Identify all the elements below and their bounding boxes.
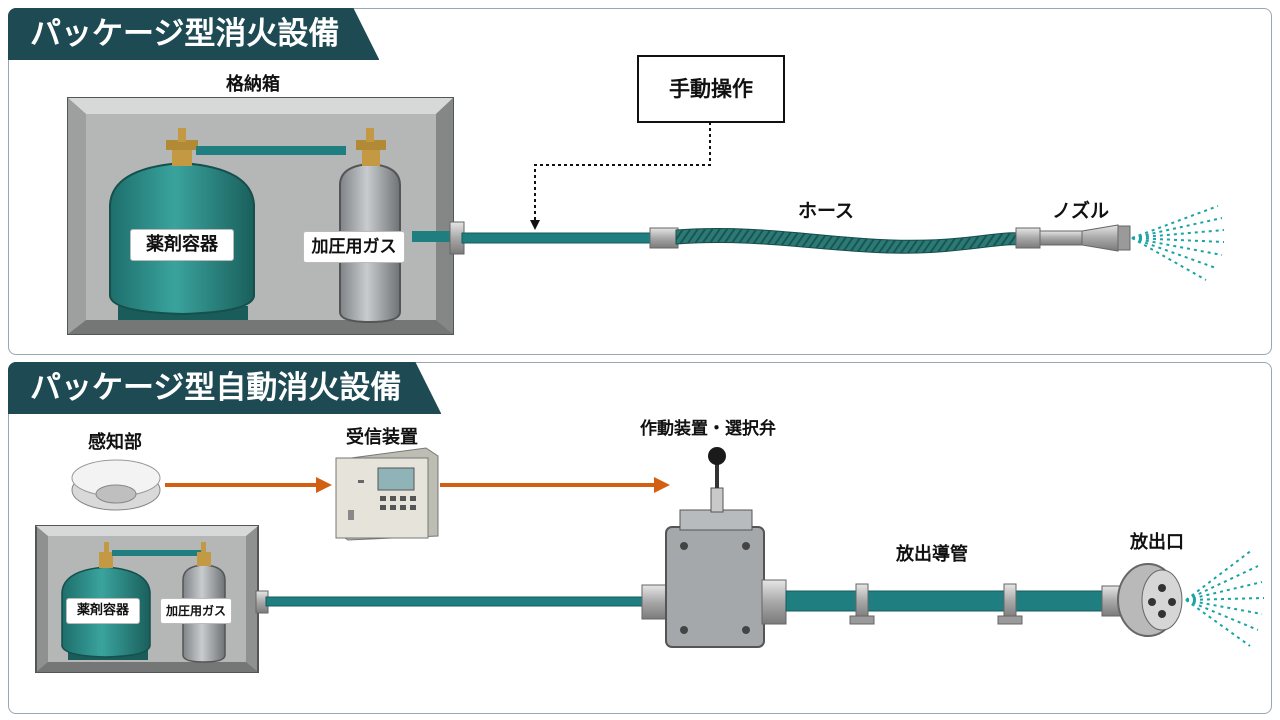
- pressurizing-gas-tag: 加圧用ガス: [303, 231, 405, 263]
- receiver-panel: [335, 447, 439, 541]
- manual-operation-arrow: [534, 122, 711, 222]
- signal-arrowhead-2: [654, 477, 670, 493]
- spray-top: [1131, 205, 1225, 281]
- agent-container-tag-bottom: 薬剤容器: [66, 598, 140, 624]
- discharge-head: [1101, 563, 1183, 637]
- section-title-top: パッケージ型消火設備: [8, 8, 379, 60]
- actuator-valve: [641, 447, 787, 648]
- hose: [675, 227, 1019, 254]
- receiver-label: 受信装置: [346, 427, 418, 448]
- pipe-clamp-2: [997, 583, 1023, 625]
- manual-operation-arrowhead: [530, 220, 540, 230]
- agent-container-tag: 薬剤容器: [130, 229, 234, 261]
- actuator-label: 作動装置・選択弁: [640, 419, 776, 439]
- discharge-outlet-label: 放出口: [1130, 532, 1184, 553]
- discharge-pipe: [785, 590, 1117, 612]
- nozzle-label: ノズル: [1052, 200, 1110, 222]
- hose-coupling-left: [649, 227, 679, 249]
- section-title-bottom: パッケージ型自動消火設備: [8, 362, 441, 414]
- feed-pipe-bottom: [265, 596, 645, 607]
- storage-box-label: 格納箱: [226, 74, 280, 95]
- hose-label: ホース: [798, 200, 855, 222]
- detector: [71, 459, 161, 511]
- spray-bottom: [1185, 549, 1265, 647]
- sensor-label: 感知部: [88, 432, 142, 453]
- pipe-clamp-1: [849, 583, 875, 625]
- hose-coupling-right: [1015, 227, 1041, 249]
- nozzle: [1039, 224, 1131, 252]
- signal-arrowhead-1: [316, 477, 332, 493]
- discharge-pipe-label: 放出導管: [896, 544, 968, 565]
- pressurizing-gas-tag-bottom: 加圧用ガス: [160, 598, 232, 624]
- manual-operation-box: 手動操作: [637, 55, 785, 123]
- outlet-pipe-top: [412, 231, 452, 242]
- feed-pipe-top: [461, 232, 653, 244]
